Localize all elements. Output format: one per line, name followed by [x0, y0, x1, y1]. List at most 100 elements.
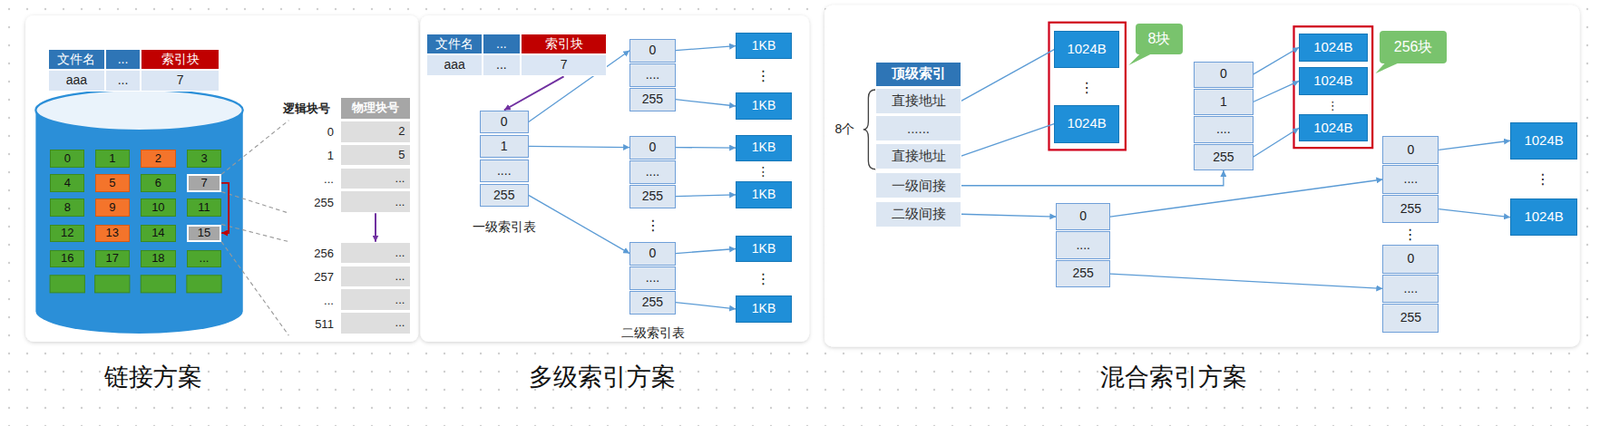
node-text: ... [395, 246, 406, 260]
node-text: 255 [493, 188, 515, 203]
node-text: 255 [1073, 266, 1094, 281]
caption: 多级索引方案 [528, 365, 676, 391]
connector [1253, 47, 1300, 75]
panel [25, 15, 419, 342]
zoom-line [221, 224, 289, 243]
connector [675, 99, 736, 107]
node-text: 1 [108, 152, 116, 166]
row-number: 0 [327, 126, 334, 138]
node-text: .... [1075, 238, 1091, 253]
disk-block: 18 [140, 250, 176, 268]
index-entry: ...... [875, 115, 962, 142]
data-block: 1KB [735, 181, 792, 208]
row-number: 256 [313, 247, 334, 260]
node-text: 256块 [1394, 39, 1434, 56]
node-text: 0 [649, 43, 657, 58]
disk-block: 15 [186, 224, 222, 243]
index-cell: 255 [1193, 144, 1253, 171]
node-text: 1KB [751, 98, 776, 113]
index-cell: .... [629, 160, 676, 185]
row-number: 511 [314, 317, 334, 330]
index-cell: .... [1382, 165, 1439, 195]
connector [1438, 209, 1511, 218]
node-text: 7 [560, 58, 568, 72]
node-text: 直接地址 [891, 93, 947, 109]
disk-block: 17 [95, 250, 130, 268]
index-cell: 1 [1193, 88, 1253, 116]
node-text: 3 [200, 152, 207, 166]
table-cell: ... [482, 54, 521, 78]
connector [675, 249, 736, 254]
index-cell: 0 [629, 136, 676, 160]
table-title: 一级索引表 [472, 220, 537, 234]
node-text: 1024B [1313, 39, 1353, 56]
node-text: 255 [1400, 311, 1422, 325]
disk-block: 2 [140, 149, 176, 167]
node-text: ... [496, 37, 508, 51]
table-header: ... [105, 48, 141, 70]
node-text: ... [496, 58, 508, 72]
index-cell: .... [1055, 231, 1111, 259]
disk-block: 0 [49, 149, 85, 167]
node-text: 6 [155, 176, 162, 190]
ellipsis-mark: ⋮ [1326, 98, 1339, 111]
node-text: 0 [649, 246, 657, 261]
node-text: 13 [106, 226, 119, 240]
panel [420, 15, 810, 342]
ellipsis-mark: ⋮ [1535, 172, 1551, 187]
disk-block [186, 275, 222, 293]
connector [528, 146, 630, 147]
node-text: 1024B [1523, 133, 1563, 149]
data-block: 1024B [1053, 30, 1120, 69]
zoom-line [221, 192, 289, 215]
node-text: 5 [108, 176, 116, 190]
index-cell: 255 [1382, 195, 1439, 225]
data-block: 1KB [735, 135, 792, 162]
row-number: 255 [313, 195, 334, 208]
node-text: 1 [500, 139, 508, 154]
node-text: 17 [106, 252, 119, 265]
table-header: 顶级索引 [875, 61, 962, 88]
highlight-frame [1049, 22, 1126, 151]
node-text: ... [117, 73, 129, 88]
index-cell: 0 [629, 242, 676, 266]
data-block: 1024B [1510, 198, 1578, 236]
node-text: 1KB [751, 140, 776, 155]
node-text: 12 [60, 226, 74, 240]
ellipsis-mark: ⋮ [756, 272, 771, 287]
node-text: 11 [197, 201, 211, 215]
node-text: ... [117, 52, 129, 67]
index-entry: 二级间接 [875, 201, 962, 228]
node-text: 1024B [1523, 209, 1563, 225]
node-text: 1024B [1066, 41, 1106, 58]
callout-tail [1128, 53, 1153, 67]
ellipsis-mark: ⋮ [757, 165, 771, 178]
node-text: 1KB [751, 242, 776, 256]
connector [504, 76, 565, 110]
connector [374, 213, 377, 243]
connector [528, 195, 630, 254]
node-text: 一级间接 [891, 178, 947, 195]
ellipsis-mark: ⋮ [1403, 227, 1418, 243]
node-text: ... [395, 270, 406, 283]
index-cell: .... [479, 159, 529, 184]
ellipsis-mark: ⋮ [1079, 80, 1094, 96]
node-text: 18 [151, 252, 165, 265]
zoom-line [221, 242, 289, 337]
node-text: 1024B [1066, 116, 1106, 132]
panel [824, 5, 1581, 348]
node-text: .... [497, 164, 512, 178]
node-text: .... [645, 165, 661, 179]
node-text: 255 [1400, 202, 1422, 216]
node-text: 14 [151, 226, 165, 240]
node-text: 1KB [751, 39, 776, 53]
disk-block: 16 [49, 250, 85, 268]
index-cell: .... [629, 266, 676, 291]
disk-block: 9 [95, 198, 130, 216]
node-text: 8 [64, 201, 71, 215]
callout-bubble: 8块 [1135, 23, 1183, 55]
node-text: ... [395, 293, 406, 307]
index-cell: .... [1382, 274, 1439, 304]
ellipsis-mark: ⋮ [645, 218, 661, 234]
